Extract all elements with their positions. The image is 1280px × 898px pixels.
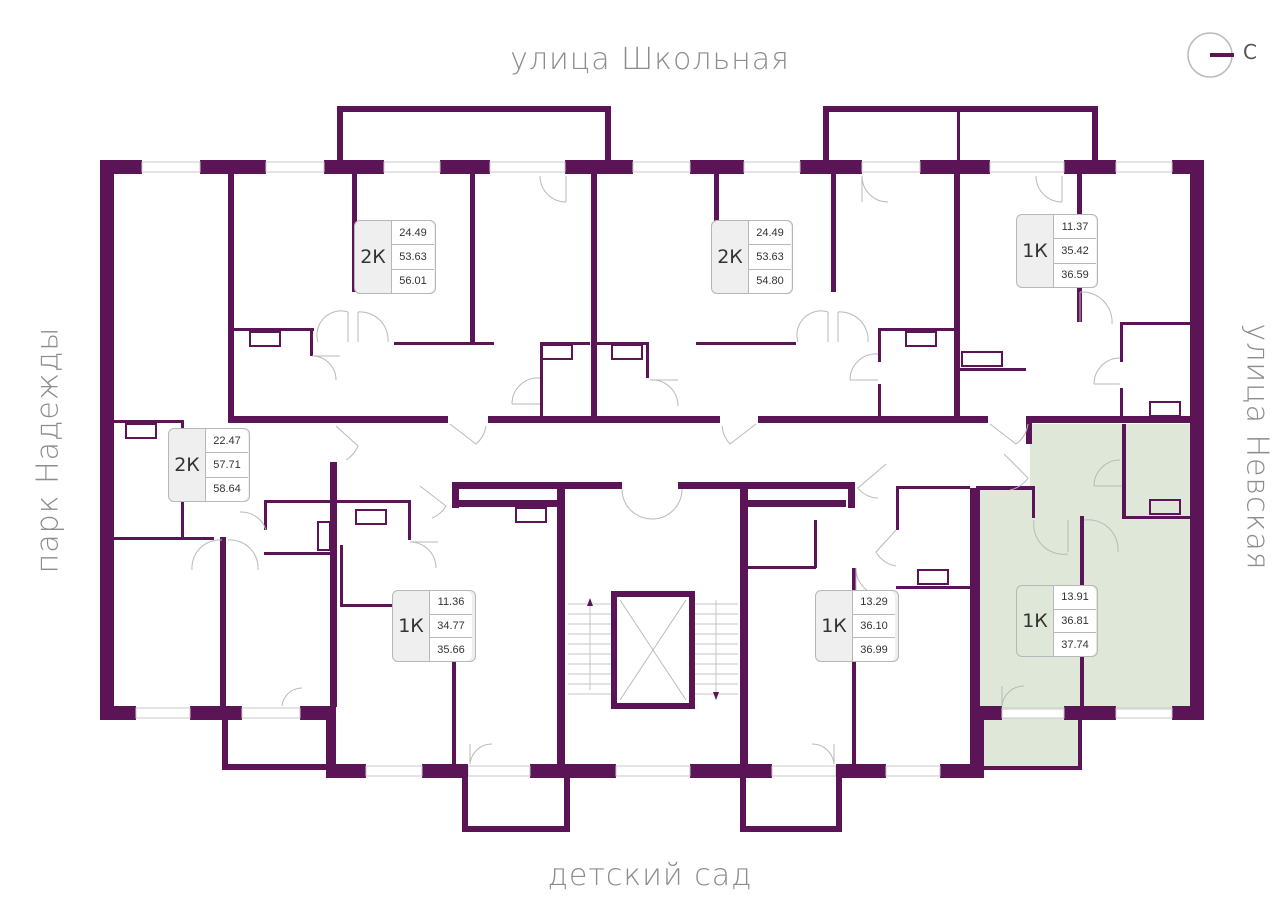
apartment-room-count: 2К [360,246,386,268]
total-area: 36.10 [853,615,895,639]
apartment-room-count: 2К [174,454,200,476]
total-area-with-balcony: 36.99 [860,643,888,656]
apartment-tag[interactable]: 2К 24.49 53.63 56.01 [354,220,436,294]
door-swings [191,175,1122,765]
bath-fixtures [125,331,1181,585]
total-area: 53.63 [749,245,791,270]
total-area: 34.77 [430,615,472,639]
apartment-tag-highlighted[interactable]: 1К 13.91 36.81 37.74 [1016,585,1098,657]
living-area: 13.91 [1054,586,1096,610]
windows [135,161,1173,777]
outer-walls [100,160,1204,778]
total-area: 57.71 [206,453,248,478]
total-area-with-balcony: 54.80 [756,275,784,288]
apartment-room-count: 2К [717,246,743,268]
apartment-room-count: 1К [398,615,424,637]
living-area: 11.37 [1054,215,1096,240]
street-label-top: улица Школьная [510,42,790,77]
apartment-tag[interactable]: 2К 24.49 53.63 54.80 [711,220,793,294]
total-area-with-balcony: 56.01 [399,275,427,288]
balconies-bottom [222,706,1082,832]
total-area-with-balcony: 58.64 [213,483,241,496]
total-area: 35.42 [1054,239,1096,264]
apartment-tag[interactable]: 1К 13.29 36.10 36.99 [815,590,899,662]
street-label-bottom: детский сад [547,858,753,893]
living-area: 11.36 [430,591,472,615]
living-area: 24.49 [749,221,791,246]
total-area-with-balcony: 35.66 [437,643,465,656]
apartment-room-count: 1К [1022,610,1048,632]
living-area: 13.29 [853,591,895,615]
apartment-room-count: 1К [1022,240,1048,262]
compass-north-label: С [1243,40,1257,64]
stairwell [568,591,738,709]
living-area: 22.47 [206,429,248,454]
apartment-room-count: 1К [821,615,847,637]
total-area: 36.81 [1054,610,1096,634]
compass-icon [1187,32,1234,78]
apartment-tag[interactable]: 1К 11.37 35.42 36.59 [1016,214,1098,288]
total-area: 53.63 [392,245,434,270]
apartment-tag[interactable]: 2К 22.47 57.71 58.64 [168,428,250,502]
total-area-with-balcony: 37.74 [1061,638,1089,651]
total-area-with-balcony: 36.59 [1061,269,1089,282]
living-area: 24.49 [392,221,434,246]
balconies-top [337,106,1098,162]
apartment-tag[interactable]: 1К 11.36 34.77 35.66 [392,590,476,662]
